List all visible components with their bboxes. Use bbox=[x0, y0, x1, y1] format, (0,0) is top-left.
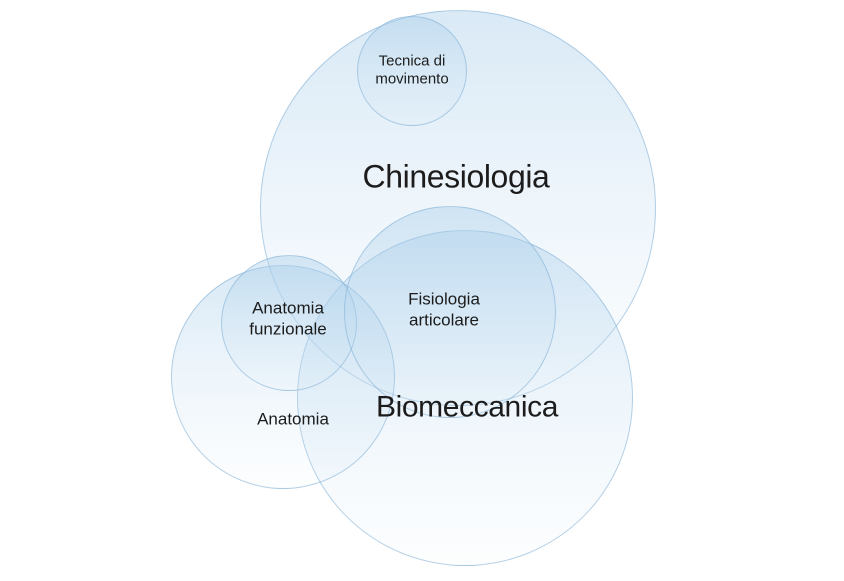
label-tecnica-line1: Tecnica di bbox=[378, 52, 446, 70]
label-tecnica-line2: movimento bbox=[375, 71, 449, 88]
label-chinesiologia: Chinesiologia bbox=[363, 157, 550, 196]
label-biomeccanica: Biomeccanica bbox=[376, 390, 558, 427]
label-anatomia-funzionale-line2: funzionale bbox=[249, 319, 327, 338]
circle-tecnica-di-movimento bbox=[357, 16, 467, 126]
label-fisiologia-line1: Fisiologia bbox=[408, 289, 480, 309]
label-tecnica-di-movimento: Tecnica di movimento bbox=[375, 53, 448, 90]
label-anatomia-funzionale: Anatomia funzionale bbox=[249, 298, 327, 339]
label-anatomia: Anatomia bbox=[257, 410, 329, 431]
label-anatomia-text: Anatomia bbox=[257, 409, 329, 429]
label-biomeccanica-text: Biomeccanica bbox=[376, 390, 558, 424]
circle-anatomia-funzionale bbox=[221, 255, 357, 391]
label-fisiologia-articolare: Fisiologia articolare bbox=[408, 289, 480, 330]
circle-fisiologia-articolare bbox=[344, 206, 556, 418]
label-chinesiologia-text: Chinesiologia bbox=[362, 158, 550, 195]
label-fisiologia-line2: articolare bbox=[409, 310, 479, 329]
label-anatomia-funzionale-line1: Anatomia bbox=[252, 298, 324, 318]
